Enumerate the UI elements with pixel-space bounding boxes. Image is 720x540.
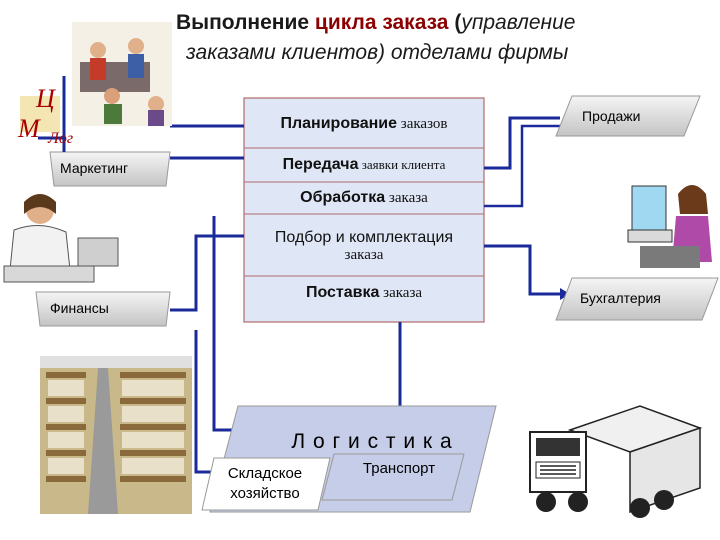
page-title: Выполнение цикла заказа (управление зака… bbox=[176, 8, 706, 68]
stage-planning: Планирование заказов bbox=[244, 100, 484, 148]
logo-letters-bottom: Лог bbox=[48, 130, 73, 148]
computer-operator-clipart-icon bbox=[628, 185, 712, 268]
warehouse-line-1: Складское bbox=[206, 464, 324, 484]
title-highlight: цикла заказа bbox=[315, 11, 449, 34]
title-line2-rest: ) отделами фирмы bbox=[378, 41, 568, 64]
connector-finance bbox=[170, 236, 244, 310]
logistics-title: Л о г и с т и к а bbox=[272, 430, 472, 454]
truck-clipart-icon bbox=[530, 406, 700, 518]
connector-accounting bbox=[484, 246, 560, 294]
title-part-1: Выполнение bbox=[176, 11, 315, 34]
stage-picking: Подбор и комплектация заказа bbox=[244, 216, 484, 276]
department-sales: Продажи bbox=[582, 108, 640, 124]
warehouse-clipart-icon bbox=[40, 356, 192, 514]
logistics-warehouse: Складское хозяйство bbox=[206, 464, 324, 504]
department-marketing: Маркетинг bbox=[60, 160, 128, 176]
logo-letter-top: Ц bbox=[36, 84, 55, 114]
title-part-4: управление bbox=[461, 11, 575, 34]
logo-letter-left: М bbox=[18, 114, 40, 144]
stage-processing: Обработка заказа bbox=[244, 182, 484, 214]
department-accounting: Бухгалтерия bbox=[580, 290, 661, 306]
logistics-transport: Транспорт bbox=[340, 460, 458, 477]
department-finance: Финансы bbox=[50, 300, 109, 316]
connector-sales-2 bbox=[484, 126, 560, 206]
stage-delivery: Поставка заказа bbox=[244, 276, 484, 310]
woman-clipart-icon bbox=[4, 194, 118, 282]
stage-transfer: Передача заявки клиента bbox=[244, 148, 484, 182]
meeting-clipart-icon bbox=[72, 22, 172, 126]
title-line2-italic: заказами клиентов bbox=[186, 41, 378, 64]
warehouse-line-2: хозяйство bbox=[206, 484, 324, 504]
connector-logistics-3 bbox=[196, 330, 220, 472]
title-part-3: ( bbox=[448, 11, 461, 34]
